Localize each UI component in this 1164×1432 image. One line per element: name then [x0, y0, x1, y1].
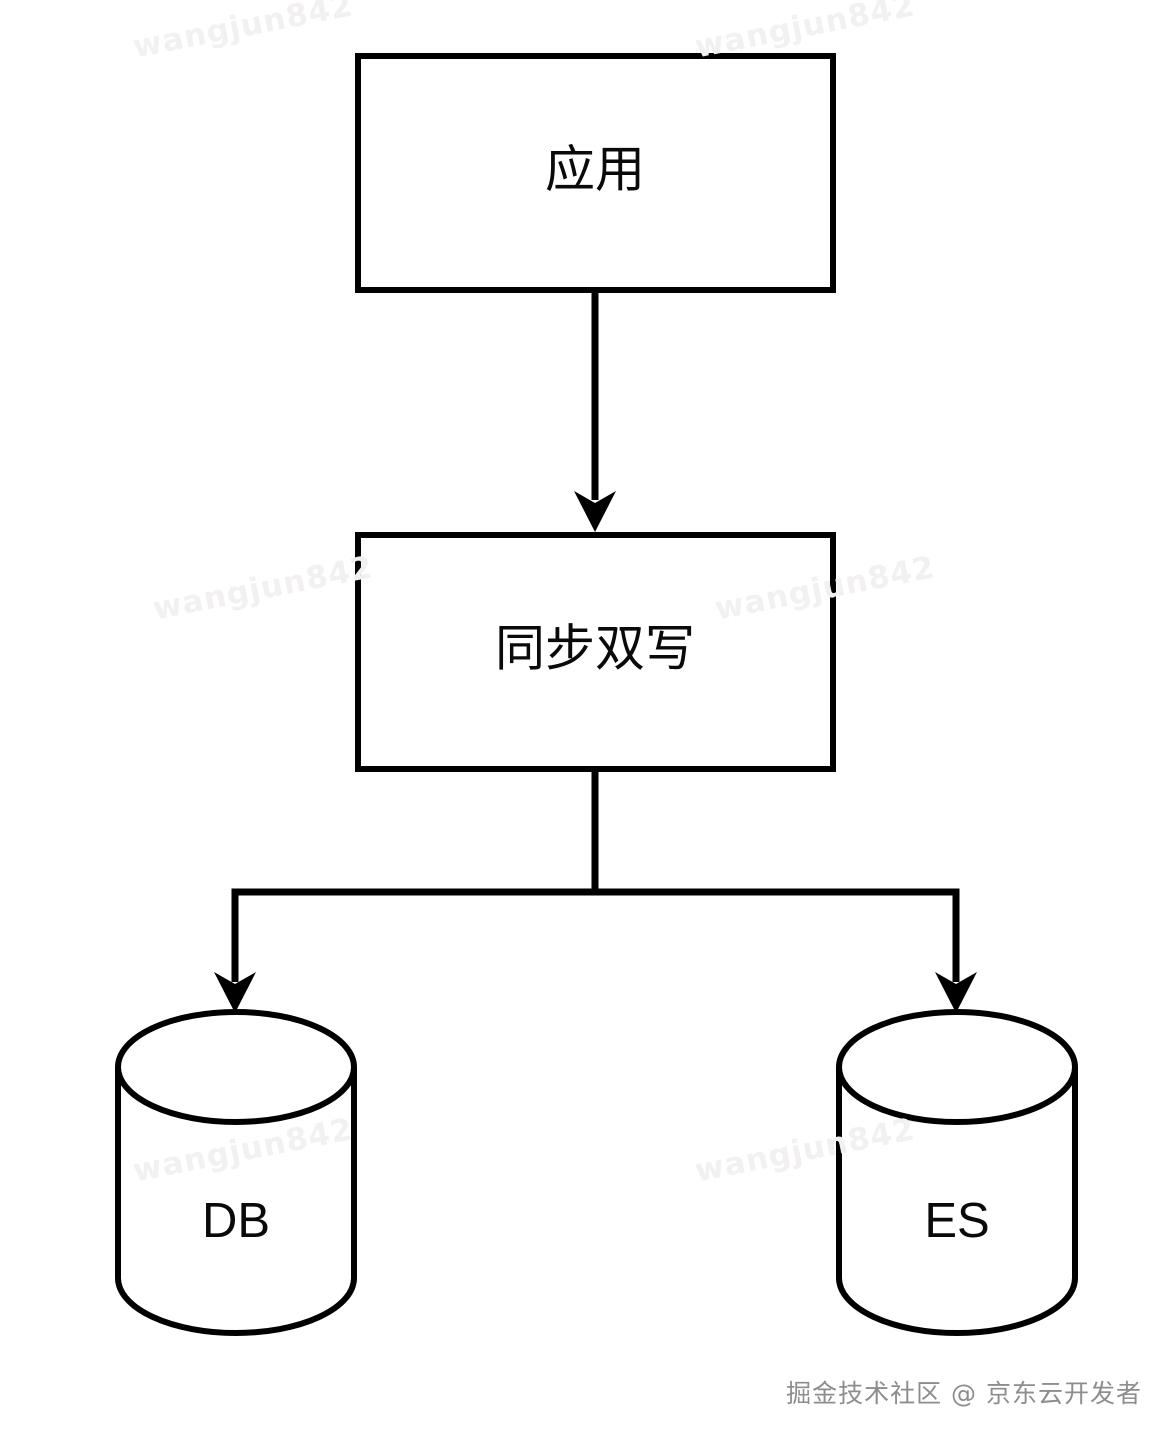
edge-sync-to-es: [595, 888, 977, 1013]
edge-sync-to-es-arrowhead: [935, 972, 977, 1013]
node-sync-dual-write[interactable]: 同步双写: [355, 532, 836, 772]
edge-sync-to-db-path: [231, 772, 599, 982]
node-es-body: [836, 1067, 1078, 1336]
node-app[interactable]: 应用: [355, 53, 836, 293]
node-sync-dual-write-label: 同步双写: [495, 620, 695, 678]
node-db-body: [115, 1067, 357, 1336]
footer-credit: 掘金技术社区 @ 京东云开发者: [786, 1379, 1142, 1408]
edge-app-to-sync-arrowhead: [574, 491, 616, 532]
node-db-label: DB: [202, 1194, 270, 1248]
node-db-top-ellipse: [115, 1009, 357, 1125]
edge-app-to-sync: [574, 293, 616, 532]
edge-sync-to-db-arrowhead: [214, 972, 256, 1013]
node-es-label: ES: [924, 1194, 989, 1248]
node-es[interactable]: ES: [836, 1009, 1078, 1336]
edge-sync-to-db: [214, 772, 599, 1013]
node-app-label: 应用: [545, 141, 645, 199]
node-db[interactable]: DB: [115, 1009, 357, 1336]
node-app-rect: [355, 53, 836, 293]
node-sync-dual-write-rect: [355, 532, 836, 772]
edge-sync-to-es-path: [595, 888, 960, 982]
node-es-top-ellipse: [836, 1009, 1078, 1125]
